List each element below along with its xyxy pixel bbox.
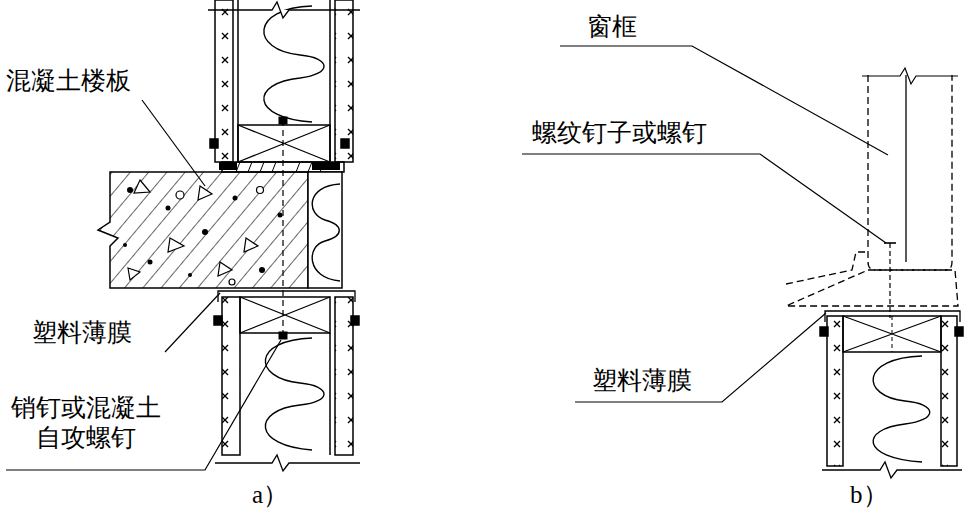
part-label: 销钉或混凝土 自攻螺钉 — [4, 393, 168, 453]
lower-wall-part — [240, 297, 330, 333]
lower-wall-b-part — [892, 316, 893, 352]
concrete-slab-part — [128, 180, 264, 285]
part-label: 窗框 — [585, 12, 639, 42]
lower-wall-part — [215, 455, 360, 471]
concrete-slab-part — [123, 187, 283, 277]
concrete-slab-part-part — [198, 186, 212, 200]
window-frame-part — [786, 252, 958, 306]
concrete-slab-part-part — [244, 238, 258, 252]
concrete-slab-part — [98, 172, 308, 288]
concrete-slab-part-part — [257, 187, 264, 194]
lower-wall-part — [265, 338, 324, 450]
screw-part — [889, 243, 890, 318]
concrete-slab-part — [308, 172, 342, 288]
lower-wall-b-part — [822, 462, 962, 478]
lower-wall — [214, 291, 360, 471]
concrete-slab-part-part — [278, 213, 283, 218]
concrete-slab — [98, 172, 342, 288]
dowel — [279, 117, 287, 339]
lower-wall-b-part — [827, 316, 843, 466]
concrete-slab-part — [312, 184, 340, 281]
upper-wall-part — [219, 162, 237, 170]
part-label: 塑料薄膜 — [590, 366, 694, 396]
dowel-part — [279, 332, 287, 339]
dowel-part — [279, 117, 287, 124]
concrete-slab-part-part — [218, 262, 232, 276]
leader-line-part — [575, 313, 826, 402]
concrete-slab-part-part — [188, 273, 192, 277]
concrete-slab-part-part — [128, 268, 140, 280]
leader-line-part — [522, 154, 886, 243]
upper-wall — [208, 0, 360, 172]
leader-line-part — [165, 293, 220, 352]
concrete-slab-part-part — [259, 267, 265, 273]
upper-wall-part — [238, 125, 330, 162]
lower-wall-b — [820, 311, 963, 478]
screw — [884, 243, 896, 318]
upper-wall-part — [210, 139, 218, 148]
part-label: 塑料薄膜 — [30, 318, 134, 348]
concrete-slab-part-part — [123, 243, 127, 247]
lower-wall-part — [329, 333, 331, 455]
part-label: 混凝土楼板 — [4, 66, 133, 96]
window-frame-part — [868, 75, 952, 270]
upper-wall-part — [312, 162, 340, 170]
upper-wall-part — [215, 0, 233, 162]
concrete-slab-part-part — [134, 180, 150, 193]
window-frame-part — [862, 68, 958, 84]
concrete-slab-part-part — [202, 229, 208, 235]
dowel-part — [282, 120, 283, 336]
lower-wall-b-part — [955, 327, 963, 336]
lower-wall-b-part — [843, 316, 941, 352]
lower-wall-b-part — [873, 356, 930, 462]
concrete-slab-part-part — [233, 196, 238, 201]
lower-wall-b-part — [843, 316, 941, 352]
concrete-slab-part-part — [168, 238, 184, 252]
concrete-slab-part-part — [148, 260, 153, 265]
upper-wall-part — [208, 2, 360, 18]
panel-caption: b） — [848, 480, 890, 510]
window-frame-part — [905, 75, 906, 262]
lower-wall-part — [214, 316, 222, 325]
lower-wall-part — [222, 297, 240, 455]
upper-wall-part — [236, 162, 324, 172]
concrete-slab-part-part — [176, 191, 184, 199]
leader-line-part — [142, 100, 205, 186]
leader-line — [522, 46, 888, 402]
concrete-slab-part-part — [229, 279, 235, 285]
lower-wall-part — [351, 316, 359, 325]
panel-caption: a） — [250, 480, 290, 510]
part-label: 螺纹钉子或螺钉 — [530, 118, 709, 148]
upper-wall-part — [238, 125, 330, 162]
concrete-slab-part-part — [127, 187, 133, 193]
lower-wall-part — [240, 297, 330, 333]
lower-wall-b-part — [941, 316, 957, 466]
lower-wall-b-part — [820, 327, 828, 336]
upper-wall-part — [335, 0, 353, 162]
window-frame — [786, 68, 958, 306]
concrete-slab-part-part — [166, 206, 171, 211]
upper-wall-part — [341, 139, 349, 148]
upper-wall-part — [264, 6, 324, 122]
